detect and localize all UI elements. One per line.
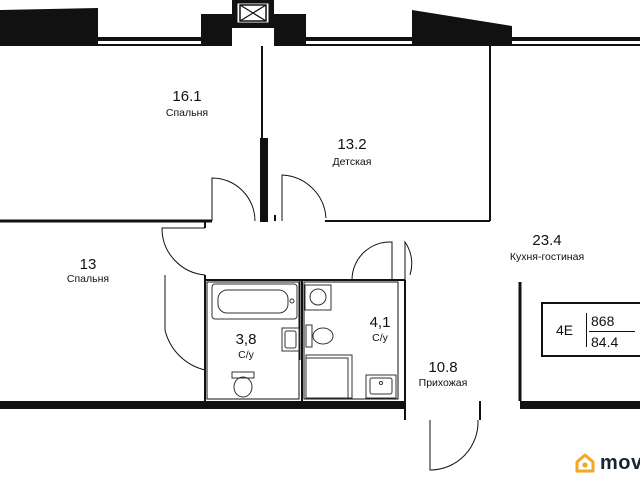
shower (305, 354, 353, 399)
sink-1 (281, 327, 300, 352)
apartment-number: 868 (591, 313, 615, 329)
logo-wordmark: mov (600, 451, 640, 474)
room-name-bedroom-1: Спальня (165, 107, 209, 119)
room-area-nursery: 13.2 (337, 136, 367, 153)
room-name-hallway: Прихожая (418, 377, 468, 389)
vent-shaft (237, 3, 269, 23)
toilet-2 (305, 324, 334, 348)
logo: mov (574, 450, 640, 476)
building-label: 4E (555, 322, 574, 338)
room-area-bathroom-1: 3,8 (235, 331, 257, 348)
room-name-bathroom-2: С/у (372, 332, 388, 344)
room-name-bedroom-2: Спальня (66, 273, 110, 285)
room-name-bathroom-1: С/у (238, 349, 254, 361)
inner-walls (0, 46, 522, 420)
doors (161, 174, 479, 471)
room-name-kitchen-living: Кухня-гостиная (509, 251, 585, 263)
room-area-hallway: 10.8 (428, 359, 458, 376)
total-area: 84.4 (591, 334, 619, 350)
info-divider-vertical (586, 313, 587, 347)
sink-2 (365, 374, 397, 399)
toilet-1 (231, 371, 255, 398)
info-divider-horizontal (589, 331, 635, 332)
apartment-info-box: 4E 868 84.4 (541, 302, 640, 357)
house-icon (575, 453, 595, 473)
room-area-bedroom-2: 13 (79, 256, 97, 273)
washing-machine (304, 284, 332, 311)
bathtub (211, 283, 298, 320)
room-area-bedroom-1: 16.1 (172, 88, 202, 105)
room-name-nursery: Детская (332, 156, 372, 168)
room-area-bathroom-2: 4,1 (369, 314, 391, 331)
room-area-kitchen-living: 23.4 (532, 232, 562, 249)
